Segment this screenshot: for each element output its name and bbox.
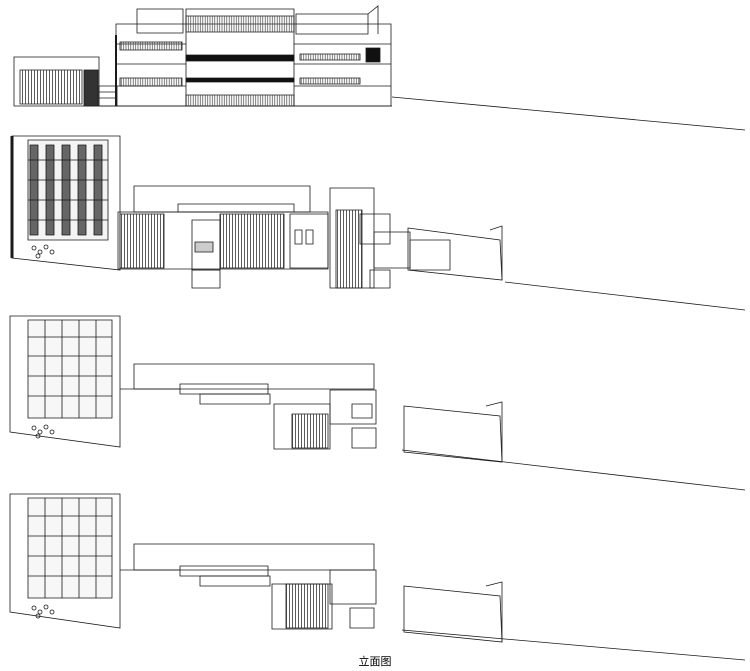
elevation-3 — [10, 316, 745, 490]
long-volume — [134, 364, 374, 389]
tower-block — [10, 316, 120, 447]
drawing-caption: 立面图 — [358, 655, 392, 668]
elevation-1 — [14, 6, 745, 130]
tree-symbols — [32, 245, 54, 258]
sloped-wing — [408, 228, 502, 280]
ground-slope-line — [392, 97, 745, 130]
upper-volume — [134, 186, 310, 212]
long-volume — [134, 544, 374, 570]
low-annex — [14, 57, 99, 106]
sloped-wing — [404, 586, 502, 642]
ground-slope-line — [402, 450, 745, 490]
roof-volume — [137, 9, 183, 33]
tower-window-grid — [28, 140, 108, 240]
main-block — [116, 24, 391, 106]
elevation-4 — [10, 494, 745, 660]
annex-louvers — [20, 70, 82, 104]
tree-symbols — [32, 425, 54, 438]
ground-slope-line — [505, 282, 745, 310]
steps — [99, 86, 117, 106]
tree-symbols — [32, 605, 54, 618]
annex-door — [84, 70, 98, 106]
tower-window-grid — [28, 320, 112, 418]
tower-window-grid — [28, 498, 112, 598]
elevation-2 — [12, 136, 745, 310]
roof-volume-2 — [296, 14, 368, 34]
sunken-hatched-court — [274, 404, 330, 449]
sloped-wing — [404, 406, 502, 462]
tower-block — [10, 494, 120, 628]
ground-slope-line — [402, 630, 745, 660]
